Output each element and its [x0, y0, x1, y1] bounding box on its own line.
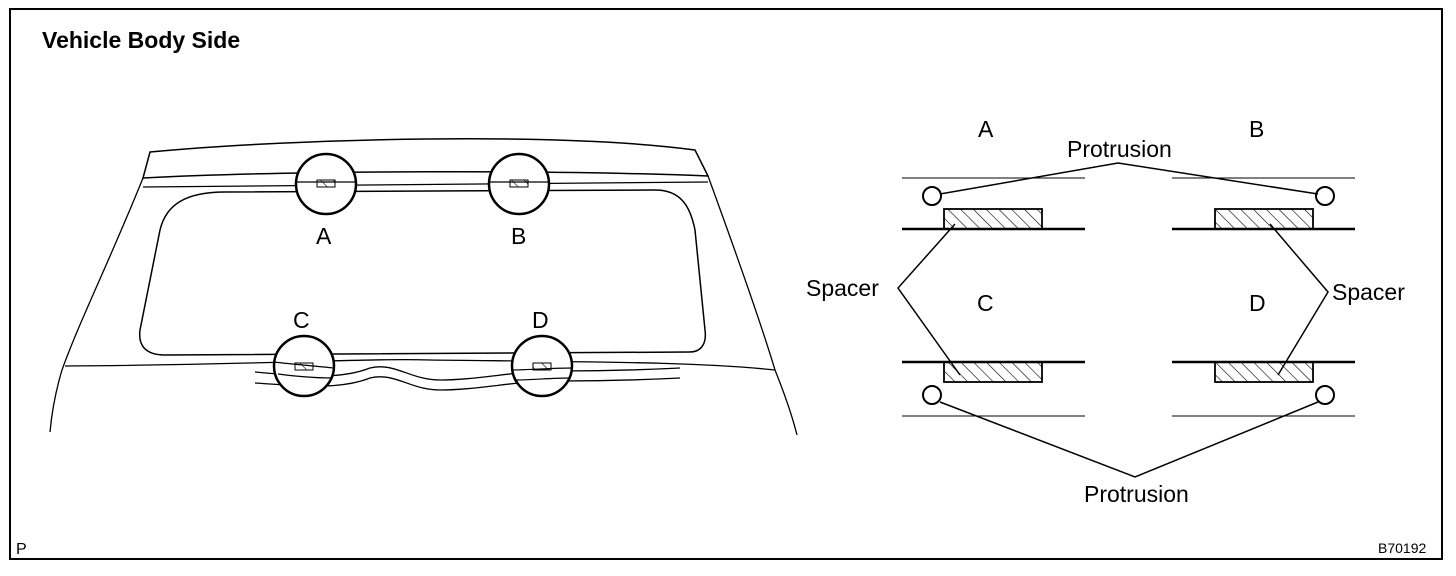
- vehicle-rear-view: [49, 138, 798, 436]
- spacer-block-d: [1214, 361, 1314, 383]
- protrusion-circle-a: [922, 186, 942, 206]
- roof-spoiler: [142, 138, 710, 179]
- detail-label-a: A: [978, 116, 994, 142]
- spacer-label-right: Spacer: [1332, 279, 1405, 305]
- protrusion-circle-d: [1315, 385, 1335, 405]
- vehicle-label-b: B: [511, 223, 526, 249]
- spacer-leader-right: [1269, 223, 1329, 376]
- trim-wave: [254, 366, 681, 381]
- spacer-leader-left: [897, 223, 961, 376]
- spacer-label-left: Spacer: [806, 275, 879, 301]
- protrusion-label-top: Protrusion: [1067, 136, 1172, 162]
- vehicle-label-a: A: [316, 223, 332, 249]
- marker-circle-b: [487, 152, 551, 216]
- figure-code: B70192: [1378, 540, 1426, 556]
- detail-view: [897, 162, 1355, 478]
- spacer-block-b: [1214, 208, 1314, 230]
- vehicle-label-d: D: [532, 307, 549, 333]
- corner-mark: P: [16, 541, 27, 558]
- marker-circle-d: [510, 334, 574, 398]
- figure-title: Vehicle Body Side: [42, 27, 240, 53]
- rear-body-panel: [64, 359, 776, 371]
- body-side-left: [49, 177, 144, 433]
- figure-frame: [9, 8, 1443, 560]
- vehicle-label-c: C: [293, 307, 310, 333]
- spacer-block-a: [943, 208, 1043, 230]
- protrusion-leader-top: [939, 162, 1319, 195]
- body-side-right: [707, 175, 798, 436]
- protrusion-circle-b: [1315, 186, 1335, 206]
- rear-window: [138, 189, 707, 356]
- protrusion-label-bottom: Protrusion: [1084, 481, 1189, 507]
- protrusion-circle-c: [922, 385, 942, 405]
- protrusion-leader-bottom: [939, 401, 1319, 478]
- spacer-block-c: [943, 361, 1043, 383]
- marker-circle-a: [294, 152, 358, 216]
- spoiler-lower-edge: [142, 181, 709, 188]
- trim-wave-lower: [254, 376, 681, 391]
- detail-label-c: C: [977, 290, 994, 316]
- marker-circle-c: [272, 334, 336, 398]
- detail-label-d: D: [1249, 290, 1266, 316]
- detail-label-b: B: [1249, 116, 1264, 142]
